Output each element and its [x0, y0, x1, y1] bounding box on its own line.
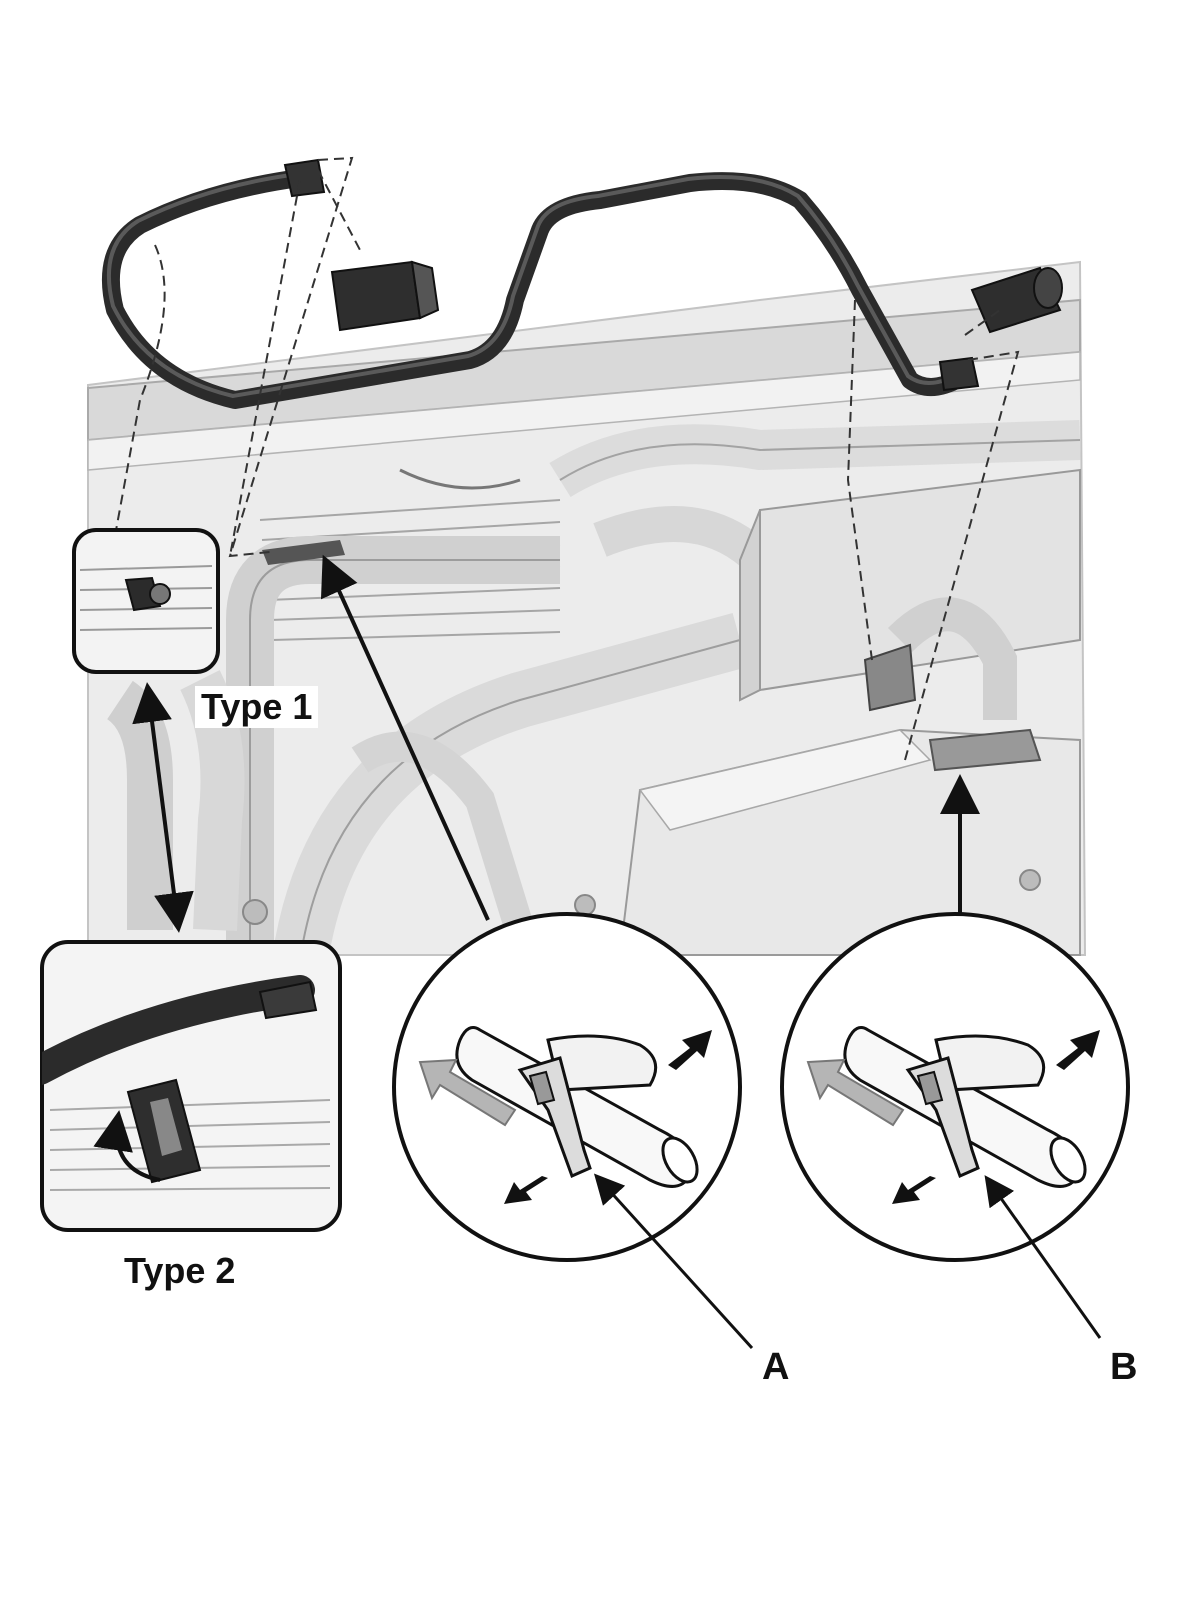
- detail-circle-a: [392, 912, 742, 1262]
- type2-inset: [40, 940, 342, 1232]
- connector-left-icon: [330, 260, 440, 332]
- type1-inset: [72, 528, 220, 674]
- dashed-leader-lines: [104, 156, 1020, 761]
- type1-label: Type 1: [195, 686, 319, 728]
- type-link-arrow: [132, 682, 194, 933]
- connector-right-icon: [970, 266, 1063, 334]
- callout-line-a: [593, 1173, 754, 1350]
- callout-line-b: [984, 1175, 1102, 1339]
- slide-arrow-a: [418, 1058, 517, 1127]
- release-arrow-a-up: [668, 1030, 712, 1070]
- washer-hose: [101, 158, 980, 409]
- release-arrow-b-down: [892, 1176, 936, 1204]
- detail-circle-b: [780, 912, 1130, 1262]
- callout-label-a: A: [762, 1346, 790, 1388]
- callout-label-b: B: [1110, 1346, 1138, 1388]
- release-arrow-b-up: [1056, 1030, 1100, 1070]
- detail-a-pointer: [320, 554, 490, 921]
- type2-label: Type 2: [124, 1250, 236, 1291]
- slide-arrow-b: [806, 1058, 905, 1127]
- engine-bay: [87, 260, 1087, 965]
- release-arrow-a-down: [504, 1176, 548, 1204]
